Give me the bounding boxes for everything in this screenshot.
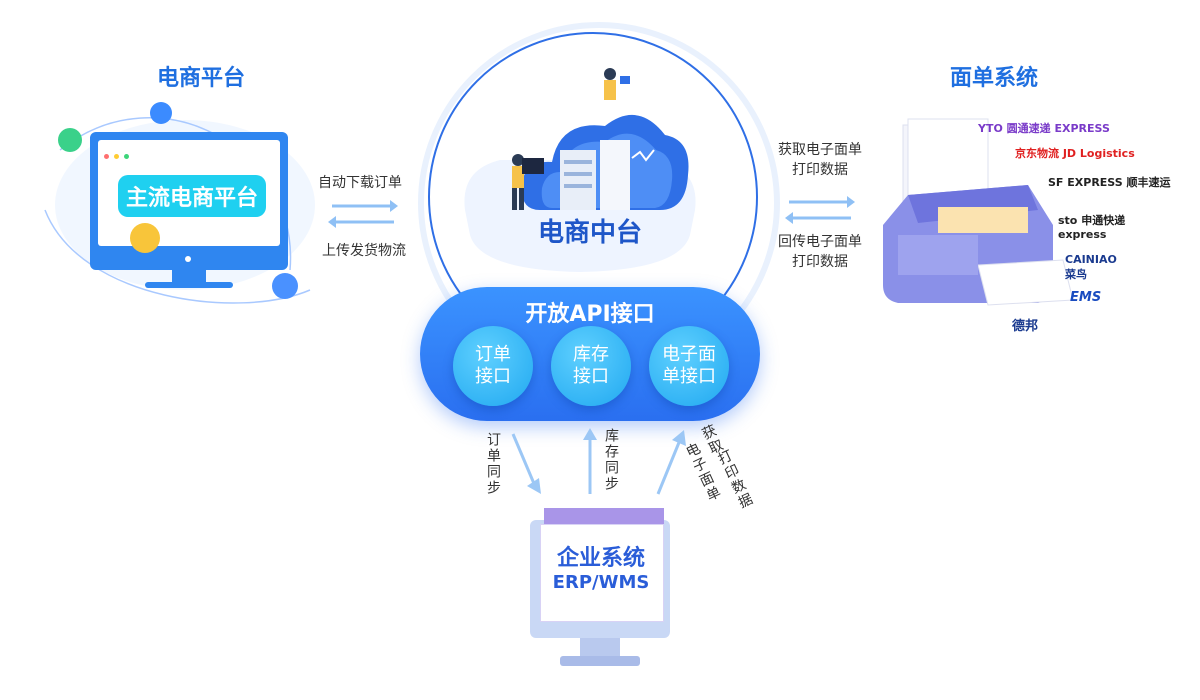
open-api-title: 开放API接口: [525, 302, 655, 327]
auto-download-orders-label: 自动下载订单: [318, 175, 402, 191]
sf-express-logo: SF EXPRESS 顺丰速运: [1048, 176, 1171, 189]
monitor-stand: [172, 270, 206, 282]
green-dot: [58, 128, 82, 152]
upload-shipping-label: 上传发货物流: [322, 243, 406, 259]
cloud-illustration: [464, 68, 696, 272]
order-interface[interactable]: 订单 接口: [453, 326, 533, 406]
inventory-sync-arrow: [583, 428, 597, 494]
erp-wms-label: ERP/WMS: [552, 572, 650, 593]
browser-dots: [104, 144, 134, 159]
main-ecommerce-platform-label: 主流电商平台: [118, 175, 266, 217]
blue-dot-top: [150, 102, 172, 124]
power-dot: [185, 256, 191, 262]
order-sync-label: 订单同步: [485, 432, 501, 496]
monitor-base: [145, 282, 233, 288]
return-waybill-label: 回传电子面单 打印数据: [778, 234, 862, 270]
waybill-sync-arrow: [656, 430, 686, 495]
erp-screen: [540, 524, 664, 622]
ems-logo: EMS: [1070, 290, 1102, 305]
printer-illustration: [883, 118, 1074, 306]
jd-logistics-logo: 京东物流 JD Logistics: [1015, 147, 1135, 160]
erp-monitor-base: [560, 656, 640, 666]
inventory-sync-label: 库存同步: [603, 428, 619, 492]
erp-monitor-stand: [580, 638, 620, 656]
blue-dot-bottom: [272, 273, 298, 299]
cainiao-logo: CAINIAO 菜鸟: [1065, 253, 1117, 281]
deppon-logo: 德邦: [1012, 319, 1039, 334]
ecommerce-middle-platform-label: 电商中台: [538, 218, 643, 248]
order-sync-arrow: [511, 433, 541, 494]
enterprise-system-title: 企业系统: [556, 546, 645, 571]
yellow-dot: [130, 223, 160, 253]
left-double-arrow: [328, 200, 398, 228]
sto-express-logo: sto 申通快递 express: [1058, 214, 1126, 241]
yto-logo: YTO 圆通速递 EXPRESS: [978, 122, 1110, 135]
get-waybill-label: 获取电子面单 打印数据: [778, 142, 862, 178]
waybill-sync-label-3: 打印数据: [713, 447, 756, 513]
inventory-interface[interactable]: 库存 接口: [551, 326, 631, 406]
waybill-interface[interactable]: 电子面 单接口: [649, 326, 729, 406]
left-title: 电商平台: [157, 66, 246, 91]
erp-monitor-tab: [544, 508, 664, 524]
right-double-arrow: [785, 196, 855, 224]
right-title: 面单系统: [950, 66, 1039, 91]
